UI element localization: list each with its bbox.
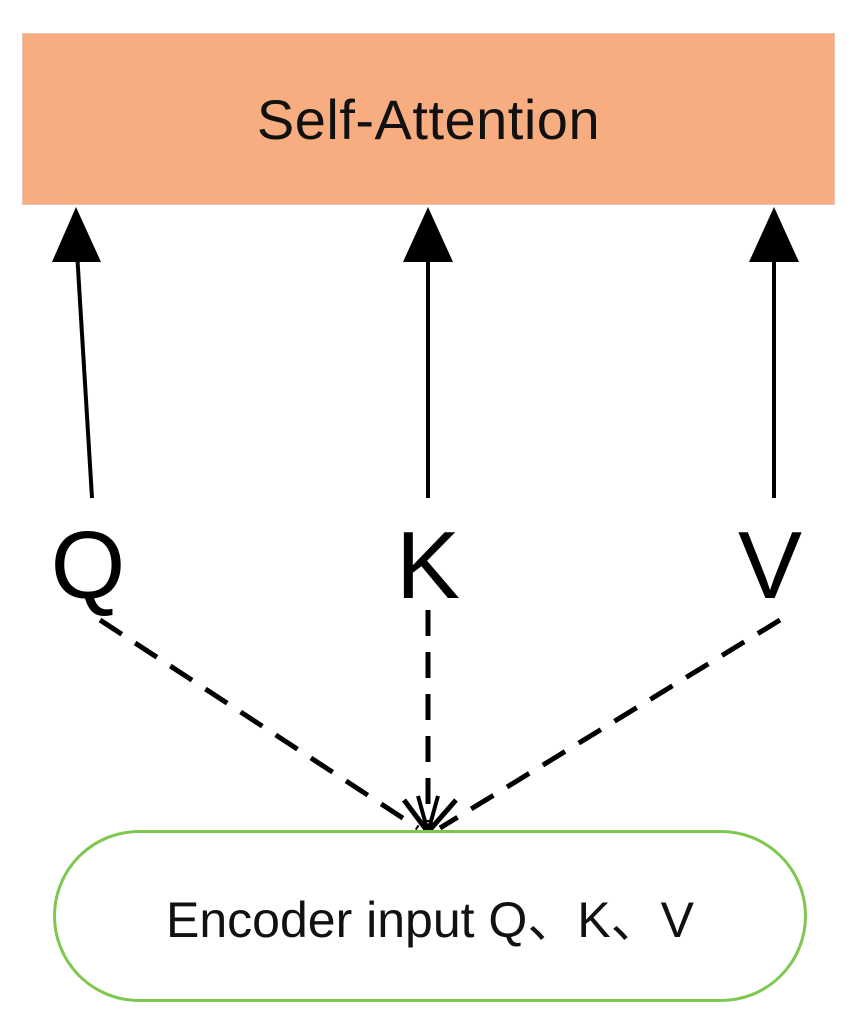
query-label: Q [50,512,126,619]
solid-arrow-v [749,207,799,498]
dashed-arrow-k [416,610,440,833]
encoder-input-block: Encoder input Q、K、V [53,830,807,1002]
encoder-input-label: Encoder input Q、K、V [165,892,695,948]
self-attention-label: Self-Attention [256,87,601,151]
solid-arrow-q [52,207,101,499]
dashed-arrow-v [426,617,782,841]
value-label: V [737,512,803,619]
key-label: K [395,512,461,619]
self-attention-block: Self-Attention [22,33,835,205]
solid-arrow-k [403,207,453,498]
dashed-arrow-q [98,617,430,839]
